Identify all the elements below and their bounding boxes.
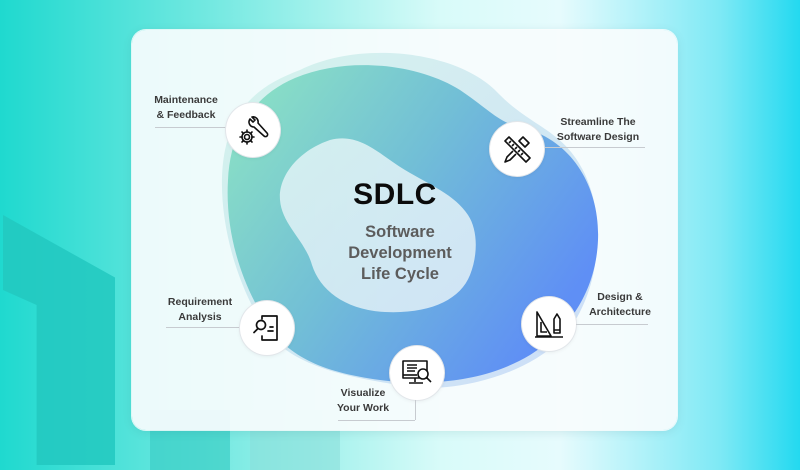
subtitle-line: Software xyxy=(365,223,435,241)
label-line: Analysis xyxy=(178,311,222,323)
diagram-subtitle: Software Development Life Cycle xyxy=(320,222,480,285)
monitor-search-icon xyxy=(402,360,432,384)
label-line: & Feedback xyxy=(156,109,216,121)
diagram-title: SDLC xyxy=(353,178,437,211)
stage-node-maintenance[interactable] xyxy=(226,103,280,157)
stage-label-design: Design & Architecture xyxy=(575,290,665,320)
ruler-pencil-icon xyxy=(504,136,531,163)
set-square-pencil-icon xyxy=(535,311,563,338)
label-line: Your Work xyxy=(336,402,390,414)
stage-node-requirement[interactable] xyxy=(240,301,294,355)
label-line: Architecture xyxy=(589,306,651,318)
stage-label-streamline: Streamline The Software Design xyxy=(548,115,648,145)
stage-node-visualize[interactable] xyxy=(390,346,444,400)
divider xyxy=(576,324,648,325)
divider xyxy=(338,420,415,421)
divider xyxy=(415,400,416,420)
stage-label-requirement: Requirement Analysis xyxy=(158,295,242,325)
subtitle-line: Development xyxy=(348,244,452,262)
document-search-icon xyxy=(253,315,278,341)
stage-label-visualize: Visualize Your Work xyxy=(330,386,396,416)
stage-node-design[interactable] xyxy=(522,297,576,351)
label-line: Visualize xyxy=(340,387,386,399)
label-line: Requirement xyxy=(167,296,233,308)
label-line: Maintenance xyxy=(154,94,218,106)
subtitle-line: Life Cycle xyxy=(361,265,439,283)
label-line: Software Design xyxy=(556,131,640,143)
divider xyxy=(545,147,645,148)
divider xyxy=(166,327,240,328)
wrench-gear-icon xyxy=(239,116,269,145)
label-line: Streamline The xyxy=(560,116,636,128)
divider xyxy=(155,127,227,128)
label-line: Design & xyxy=(597,291,643,303)
stage-node-streamline[interactable] xyxy=(490,122,544,176)
stage-label-maintenance: Maintenance & Feedback xyxy=(140,93,232,123)
